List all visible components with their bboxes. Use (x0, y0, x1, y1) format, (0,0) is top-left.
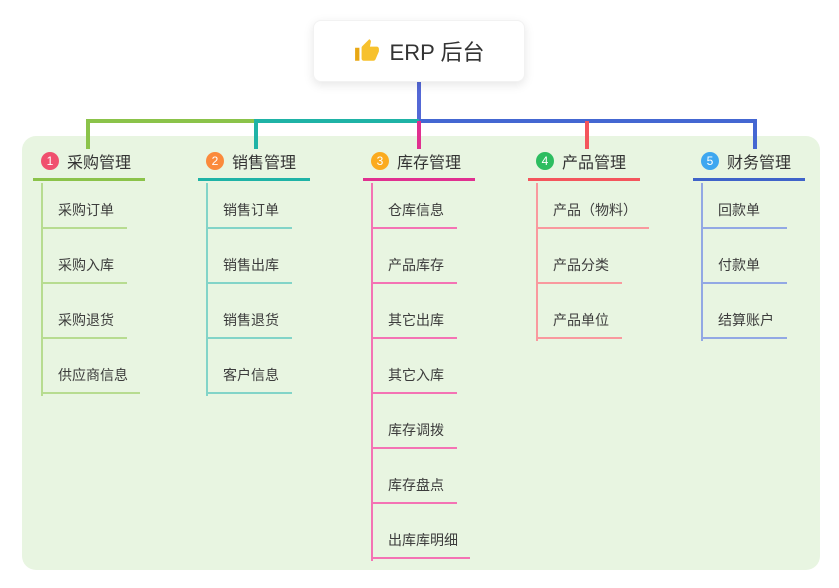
node-item[interactable]: 仓库信息 (371, 199, 457, 229)
connector-root-vertical (417, 82, 421, 123)
node-item[interactable]: 产品库存 (371, 254, 457, 284)
node-item[interactable]: 采购订单 (41, 199, 127, 229)
node-item[interactable]: 库存调拨 (371, 419, 457, 449)
branch-label: 采购管理 (67, 154, 132, 172)
branch-label: 财务管理 (727, 154, 792, 172)
connector-bus-green (86, 119, 256, 123)
node-item[interactable]: 产品分类 (536, 254, 622, 284)
node-item[interactable]: 客户信息 (206, 364, 292, 394)
connector-drop-sales (254, 119, 258, 149)
node-item[interactable]: 产品（物料） (536, 199, 649, 229)
connector-drop-finance (753, 119, 757, 149)
branch-rail (371, 183, 373, 561)
node-item[interactable]: 销售出库 (206, 254, 292, 284)
thumbs-up-icon (354, 39, 379, 61)
node-item[interactable]: 结算账户 (701, 309, 787, 339)
branch-rail (701, 183, 703, 341)
branch-rail (41, 183, 43, 396)
node-item[interactable]: 产品单位 (536, 309, 622, 339)
root-label: ERP 后台 (389, 40, 485, 65)
branch-background-panel (22, 136, 820, 570)
branch-number-badge: 5 (701, 151, 719, 170)
branch-rail (536, 183, 538, 341)
branch-number-badge: 4 (536, 151, 554, 170)
branch-number-badge: 2 (206, 151, 224, 170)
node-item[interactable]: 供应商信息 (41, 364, 140, 394)
branch-label: 库存管理 (397, 154, 462, 172)
branch-title-inventory[interactable]: 3 库存管理 (363, 150, 475, 181)
branch-title-sales[interactable]: 2 销售管理 (198, 150, 310, 181)
node-item[interactable]: 出库库明细 (371, 529, 470, 559)
branch-number-badge: 1 (41, 151, 59, 170)
branch-title-purchase[interactable]: 1 采购管理 (33, 150, 145, 181)
node-item[interactable]: 回款单 (701, 199, 787, 229)
connector-drop-inventory (417, 121, 421, 149)
node-item[interactable]: 销售退货 (206, 309, 292, 339)
connector-drop-purchase (86, 119, 90, 149)
branch-title-product[interactable]: 4 产品管理 (528, 150, 640, 181)
node-item[interactable]: 其它出库 (371, 309, 457, 339)
branch-rail (206, 183, 208, 396)
branch-label: 销售管理 (232, 154, 297, 172)
node-item[interactable]: 销售订单 (206, 199, 292, 229)
node-item[interactable]: 采购退货 (41, 309, 127, 339)
node-item[interactable]: 库存盘点 (371, 474, 457, 504)
connector-drop-product (585, 121, 589, 149)
node-item[interactable]: 付款单 (701, 254, 787, 284)
branch-title-finance[interactable]: 5 财务管理 (693, 150, 805, 181)
node-item[interactable]: 其它入库 (371, 364, 457, 394)
node-item[interactable]: 采购入库 (41, 254, 127, 284)
branch-number-badge: 3 (371, 151, 389, 170)
connector-bus-teal (254, 119, 421, 123)
root-node[interactable]: ERP 后台 (313, 20, 525, 82)
branch-label: 产品管理 (562, 154, 627, 172)
